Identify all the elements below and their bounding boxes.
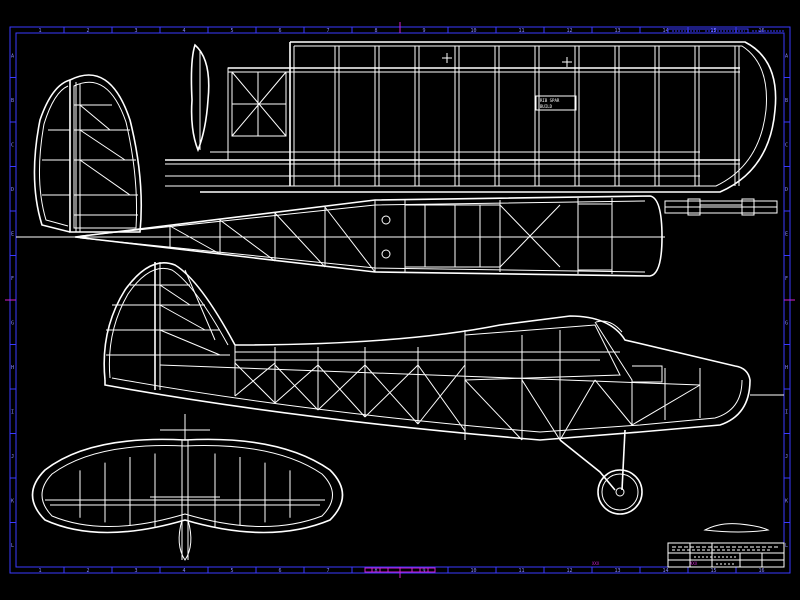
column-label-top: 13	[615, 28, 621, 34]
strut-detail	[664, 198, 778, 216]
column-label-bottom: 10	[471, 568, 477, 574]
drawing-border	[9, 26, 791, 574]
column-label-bottom: 8	[375, 568, 378, 574]
column-label-top: 14	[663, 28, 669, 34]
wing-panel-label-2: BUILD	[540, 104, 553, 109]
row-label-right: I	[785, 409, 788, 415]
column-label-top: 8	[375, 28, 378, 34]
row-label-left: H	[11, 365, 14, 371]
column-label-bottom: 4	[183, 568, 186, 574]
row-label-left: A	[11, 53, 14, 59]
column-label-top: 9	[423, 28, 426, 34]
column-label-top: 7	[327, 28, 330, 34]
row-label-left: F	[11, 276, 14, 282]
column-label-bottom: 5	[231, 568, 234, 574]
row-label-left: I	[11, 409, 14, 415]
column-label-top: 15	[711, 28, 717, 34]
column-label-bottom: 2	[87, 568, 90, 574]
column-label-bottom: 6	[279, 568, 282, 574]
column-label-top: 6	[279, 28, 282, 34]
grid-reference-ticks: 1122334455667788991010111112121313141415…	[10, 27, 790, 574]
row-label-left: E	[11, 231, 14, 237]
row-label-left: D	[11, 187, 14, 193]
row-label-left: B	[11, 98, 14, 104]
column-label-bottom: 12	[567, 568, 573, 574]
stabilizer-plan-view	[31, 414, 344, 561]
row-label-right: G	[785, 320, 788, 326]
row-label-right: H	[785, 365, 788, 371]
row-label-right: L	[785, 543, 788, 549]
column-label-bottom: 15	[711, 568, 717, 574]
wing-plan-view: RIB SPAR BUILD	[165, 41, 777, 193]
row-label-right: E	[785, 231, 788, 237]
row-label-left: J	[11, 454, 14, 460]
row-label-right: A	[785, 53, 788, 59]
column-label-top: 11	[519, 28, 525, 34]
column-label-top: 4	[183, 28, 186, 34]
fuselage-side-view	[103, 261, 784, 515]
wing-panel-label-1: RIB SPAR	[540, 98, 560, 103]
row-label-right: D	[785, 187, 788, 193]
column-label-bottom: 1	[39, 568, 42, 574]
column-label-top: 5	[231, 28, 234, 34]
column-label-bottom: 11	[519, 568, 525, 574]
column-label-bottom: 7	[327, 568, 330, 574]
row-label-right: K	[785, 498, 788, 504]
column-label-bottom: 3	[135, 568, 138, 574]
row-label-right: F	[785, 276, 788, 282]
column-label-bottom: 9	[423, 568, 426, 574]
column-label-top: 12	[567, 28, 573, 34]
column-label-bottom: 16	[759, 568, 765, 574]
title-block: XXX XXX	[592, 28, 785, 568]
column-label-bottom: 14	[663, 568, 669, 574]
row-label-left: C	[11, 142, 14, 148]
fin-rudder-plan	[33, 74, 143, 233]
centering-marks	[5, 22, 795, 578]
column-label-top: 1	[39, 28, 42, 34]
revision-mark: XXX	[690, 561, 698, 566]
airfoil-section	[703, 523, 770, 533]
row-label-right: J	[785, 454, 788, 460]
column-label-top: 2	[87, 28, 90, 34]
revision-mark-2: XXX	[592, 561, 600, 566]
row-label-right: B	[785, 98, 788, 104]
column-label-bottom: 13	[615, 568, 621, 574]
fuselage-top-view	[74, 195, 663, 277]
column-label-top: 10	[471, 28, 477, 34]
row-label-left: G	[11, 320, 14, 326]
row-label-left: L	[11, 543, 14, 549]
row-label-left: K	[11, 498, 14, 504]
row-label-right: C	[785, 142, 788, 148]
column-label-top: 3	[135, 28, 138, 34]
